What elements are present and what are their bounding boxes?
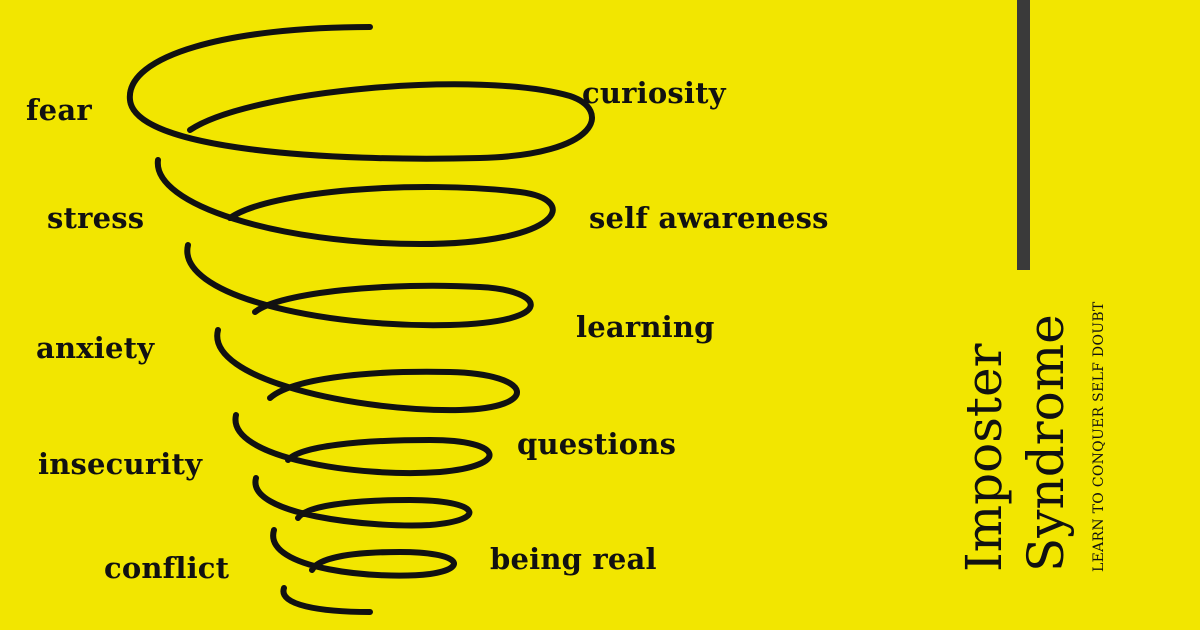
- word-anxiety: anxiety: [36, 331, 155, 365]
- word-stress: stress: [47, 201, 145, 235]
- word-learning: learning: [576, 310, 715, 344]
- word-insecurity: insecurity: [38, 447, 203, 481]
- word-being-real: being real: [490, 542, 657, 576]
- title-block: Imposter Syndrome LEARN TO CONQUER SELF …: [955, 282, 1135, 572]
- title-line-syndrome: Syndrome: [1017, 314, 1075, 572]
- word-questions: questions: [517, 427, 677, 461]
- spiral-stroke: [126, 24, 595, 615]
- subtitle: LEARN TO CONQUER SELF DOUBT: [1091, 301, 1107, 572]
- word-curiosity: curiosity: [582, 76, 726, 110]
- vertical-divider-bar: [1017, 0, 1030, 270]
- word-fear: fear: [26, 93, 92, 127]
- word-conflict: conflict: [104, 551, 230, 585]
- title-line-imposter: Imposter: [955, 343, 1013, 572]
- word-self-awareness: self awareness: [589, 201, 829, 235]
